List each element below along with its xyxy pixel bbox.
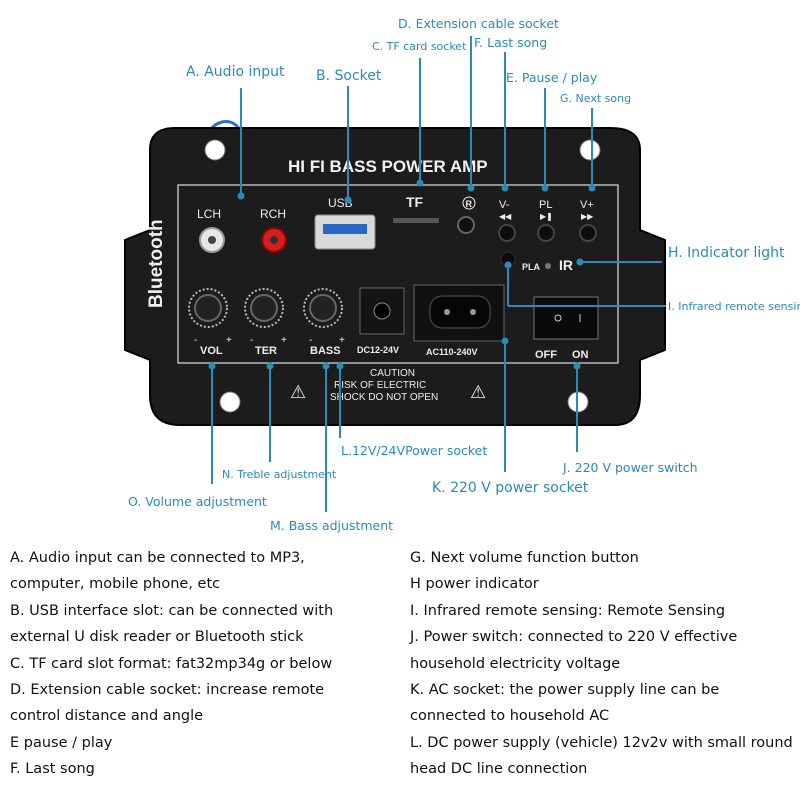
description-line: E pause / play (10, 734, 113, 751)
description-line: computer, mobile phone, etc (10, 576, 221, 593)
ac-socket-inlet (429, 295, 491, 329)
rch-rca-jack-center (270, 236, 278, 244)
r-logo-icon (462, 196, 476, 210)
mount-hole (579, 139, 601, 161)
callout-indicator-light: H. Indicator light (668, 245, 785, 261)
callout-last-song: F. Last song (474, 35, 548, 50)
board-body (124, 127, 666, 426)
description-line: head DC line connection (410, 761, 588, 778)
last-song-button[interactable] (498, 224, 516, 242)
dc-label: DC12-24V (357, 345, 399, 355)
description-line: B. USB interface slot: can be connected … (10, 602, 334, 619)
vol-label: VOL (200, 345, 223, 357)
leader-lines (208, 36, 666, 512)
callout-power-switch: J. 220 V power switch (563, 460, 698, 475)
tf-card-slot[interactable] (393, 218, 439, 223)
callout-infrared-remote-sensing: I. Infrared remote sensing (668, 300, 800, 313)
pla-label: PLA (522, 262, 541, 272)
description-line: D. Extension cable socket: increase remo… (10, 682, 325, 699)
ac-pin (444, 309, 450, 315)
callout-volume-adjustment: O. Volume adjustment (128, 494, 267, 509)
bass-minus: - (309, 335, 312, 346)
description-line: F. Last song (10, 761, 95, 778)
description-line: A. Audio input can be connected to MP3, (10, 550, 305, 566)
bass-knob[interactable] (303, 288, 343, 328)
ter-plus: + (281, 335, 287, 346)
dc-socket-hole (373, 302, 391, 320)
indicator-light (545, 263, 551, 269)
usb-port-tongue (323, 224, 367, 234)
power-switch[interactable] (533, 296, 599, 340)
bass-label: BASS (310, 345, 341, 357)
mount-hole (204, 139, 226, 161)
treble-knob[interactable] (244, 288, 284, 328)
panel-border (177, 184, 619, 364)
description-line: external U disk reader or Bluetooth stic… (10, 629, 304, 646)
callout-next-song: G. Next song (560, 92, 632, 105)
callout-audio-input: A. Audio input (186, 64, 285, 80)
lch-label: LCH (197, 207, 221, 221)
ac-pin (470, 309, 476, 315)
brand-label: Bluetooth (146, 219, 167, 308)
caution-title: CAUTION (370, 368, 415, 379)
play-pause-icon: ▶❚ (540, 212, 553, 221)
amplifier-board: HI FI BASS POWER AMP Bluetooth LCH RCH U… (124, 36, 666, 512)
callout-pause-play: E. Pause / play (506, 70, 598, 85)
ir-label: IR (559, 257, 573, 273)
volume-knob[interactable] (188, 288, 228, 328)
off-label: OFF (535, 349, 557, 361)
switch-off-mark (554, 314, 562, 322)
extension-cable-socket[interactable] (457, 216, 475, 234)
description-left-column: A. Audio input can be connected to MP3, … (10, 545, 333, 783)
ter-minus: - (250, 335, 253, 346)
lch-rca-jack-center (208, 236, 216, 244)
description-line: I. Infrared remote sensing: Remote Sensi… (410, 602, 726, 619)
callout-extension-cable-socket: D. Extension cable socket (398, 16, 559, 31)
ter-label: TER (255, 345, 277, 357)
warning-triangle-icon: ⚠ (470, 382, 486, 402)
vplus-label: V+ (580, 199, 594, 211)
next-song-button[interactable] (579, 224, 597, 242)
description-line: J. Power switch: connected to 220 V effe… (410, 629, 738, 646)
warning-triangle-icon: ⚠ (290, 382, 306, 402)
vminus-label: V- (499, 199, 510, 211)
vol-plus: + (226, 335, 232, 346)
bass-plus: + (339, 335, 345, 346)
description-line: control distance and angle (10, 708, 204, 725)
on-label: ON (572, 349, 589, 361)
callout-socket: B. Socket (316, 68, 382, 84)
description-line: connected to household AC (410, 708, 610, 725)
description-right-column: G. Next volume function button H power i… (410, 545, 793, 783)
ac-label: AC110-240V (426, 347, 478, 357)
callout-treble-adjustment: N. Treble adjustment (222, 468, 337, 481)
pl-label: PL (539, 199, 552, 211)
rch-label: RCH (260, 207, 286, 221)
description-line: K. AC socket: the power supply line can … (410, 682, 720, 699)
vol-minus: - (194, 335, 197, 346)
description-line: household electricity voltage (410, 655, 621, 672)
description-line: G. Next volume function button (410, 550, 639, 566)
r-logo-letter: R (466, 199, 473, 209)
callout-bass-adjustment: M. Bass adjustment (270, 518, 394, 533)
callout-tf-card-socket: C. TF card socket (372, 40, 467, 53)
prev-icon: ◀◀ (499, 212, 512, 221)
caution-line1: RISK OF ELECTRIC (334, 380, 426, 391)
caution-line2: SHOCK DO NOT OPEN (330, 392, 438, 403)
callout-ac-power-socket: K. 220 V power socket (432, 480, 589, 496)
callout-dc-power-socket: L.12V/24VPower socket (341, 443, 488, 458)
mount-hole (219, 391, 241, 413)
pause-play-button[interactable] (537, 224, 555, 242)
panel-title: HI FI BASS POWER AMP (288, 157, 488, 176)
description-line: L. DC power supply (vehicle) 12v2v with … (410, 734, 793, 751)
next-icon: ▶▶ (581, 212, 594, 221)
description-line: H power indicator (410, 576, 539, 593)
description-line: C. TF card slot format: fat32mp34g or be… (10, 655, 333, 672)
tf-label: TF (406, 194, 424, 210)
